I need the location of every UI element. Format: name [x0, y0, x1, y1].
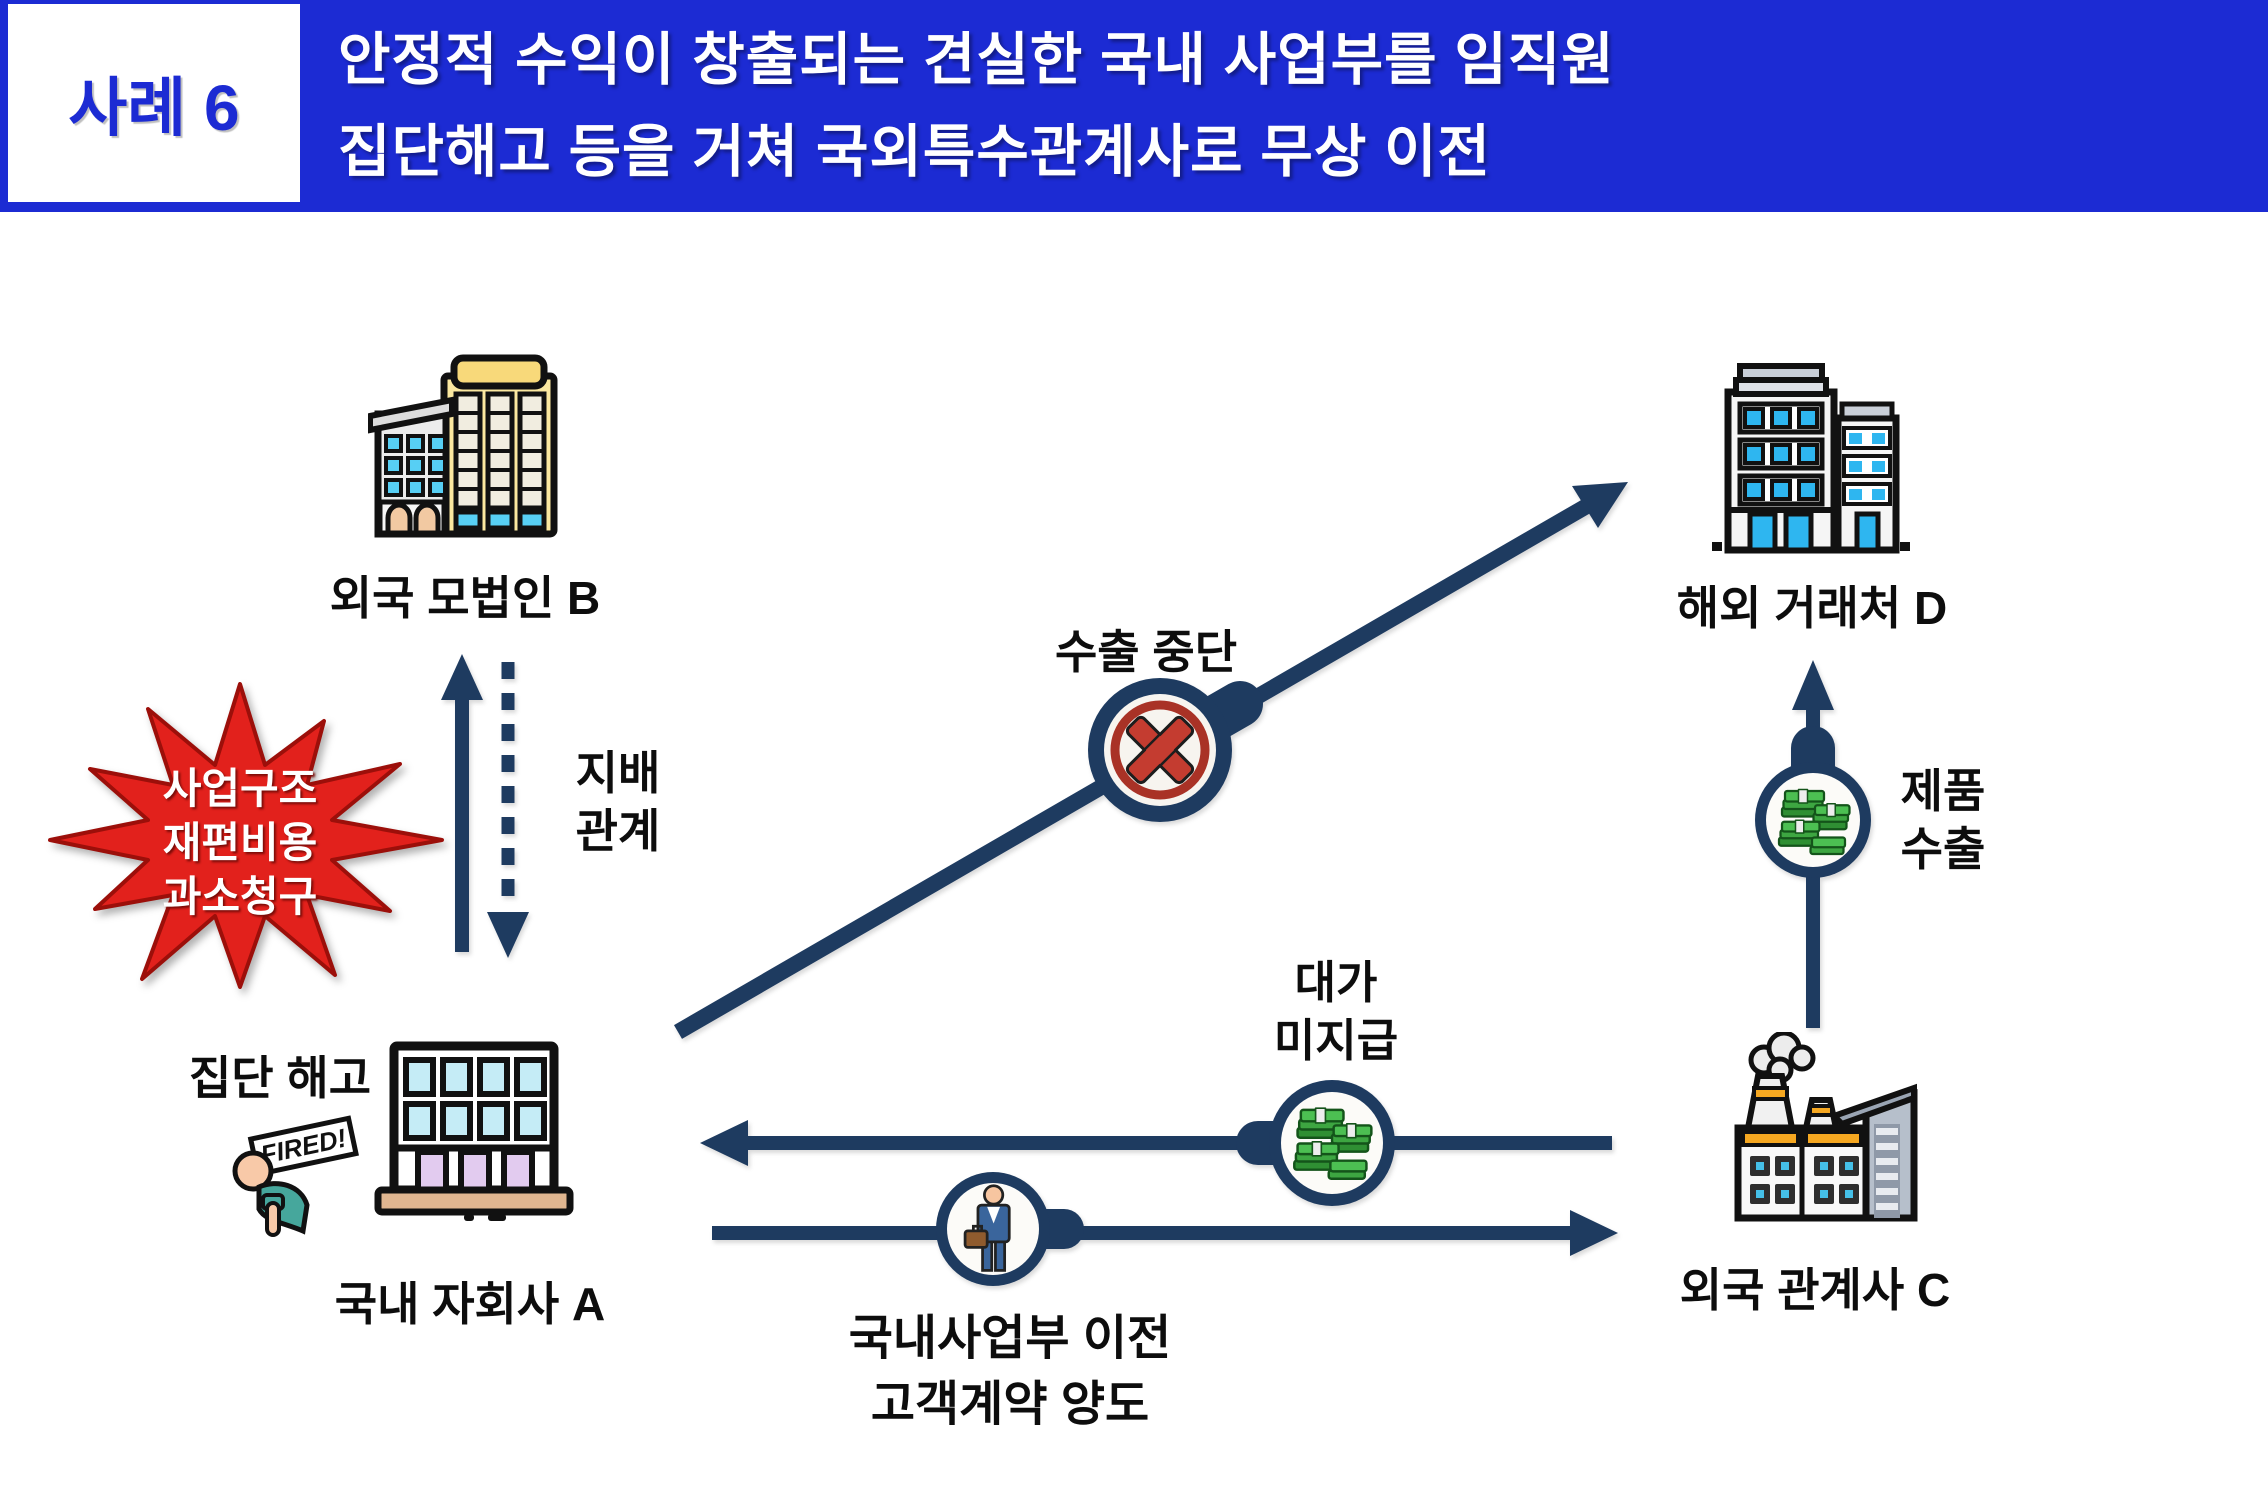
transfer-businessman-icon	[936, 1172, 1084, 1286]
control-relation-line2: 관계	[575, 805, 661, 857]
product-export-money-icon	[1755, 726, 1871, 878]
parent-b-building-icon	[368, 354, 558, 538]
burst-icon	[48, 682, 444, 989]
parent-b-label: 외국 모법인 B	[329, 572, 601, 624]
fired-person-icon: FIRED!	[232, 1115, 359, 1237]
no-payment-label: 대가 미지급	[1146, 954, 1526, 1070]
case-number-box: 사례 6	[8, 4, 300, 202]
control-up-arrow	[441, 654, 483, 952]
transfer-line2: 고객계약 양도	[870, 1378, 1150, 1431]
subsidiary-a-label: 국내 자회사 A	[334, 1278, 606, 1330]
affiliate-c-label: 외국 관계사 C	[1679, 1264, 1951, 1316]
no-payment-line1: 대가	[1294, 957, 1378, 1008]
export-halt-label: 수출 중단	[1054, 626, 1238, 678]
burst-label: 사업구조 재편비용 과소청구	[30, 762, 450, 924]
subsidiary-a-building-icon	[374, 1041, 574, 1221]
affiliate-c-factory-icon	[1734, 1032, 1918, 1222]
customer-d-building-icon	[1712, 363, 1910, 554]
transfer-arrow	[712, 1210, 1618, 1256]
no-payment-arrow	[700, 1120, 1612, 1166]
case-number-label: 사례 6	[68, 72, 240, 144]
control-relation-line1: 지배	[575, 747, 661, 799]
control-down-dashed-arrow	[487, 662, 529, 958]
no-payment-line2: 미지급	[1273, 1015, 1399, 1066]
transfer-line1: 국내사업부 이전	[848, 1312, 1172, 1365]
slide-title-line2: 집단해고 등을 거쳐 국외특수관계사로 무상 이전	[338, 120, 1491, 184]
control-relation-label: 지배 관계	[518, 744, 718, 860]
slide-title: 안정적 수익이 창출되는 견실한 국내 사업부를 임직원 집단해고 등을 거쳐 …	[338, 14, 1615, 198]
slide-title-line1: 안정적 수익이 창출되는 견실한 국내 사업부를 임직원	[338, 28, 1615, 92]
no-payment-money-icon	[1236, 1080, 1395, 1206]
customer-d-label: 해외 거래처 D	[1676, 582, 1948, 634]
product-export-line2: 수출	[1900, 823, 1986, 875]
header-bar: 사례 6 안정적 수익이 창출되는 견실한 국내 사업부를 임직원 집단해고 등…	[0, 0, 2268, 212]
export-halt-x-icon	[1088, 678, 1263, 822]
burst-label-line1: 사업구조	[162, 765, 318, 812]
product-export-label: 제품 수출	[1843, 762, 2043, 878]
layoff-label: 집단 해고	[188, 1052, 372, 1104]
transfer-label: 국내사업부 이전 고객계약 양도	[700, 1306, 1320, 1438]
product-export-line1: 제품	[1900, 765, 1986, 817]
burst-label-line3: 과소청구	[162, 873, 318, 920]
burst-label-line2: 재편비용	[162, 819, 318, 866]
